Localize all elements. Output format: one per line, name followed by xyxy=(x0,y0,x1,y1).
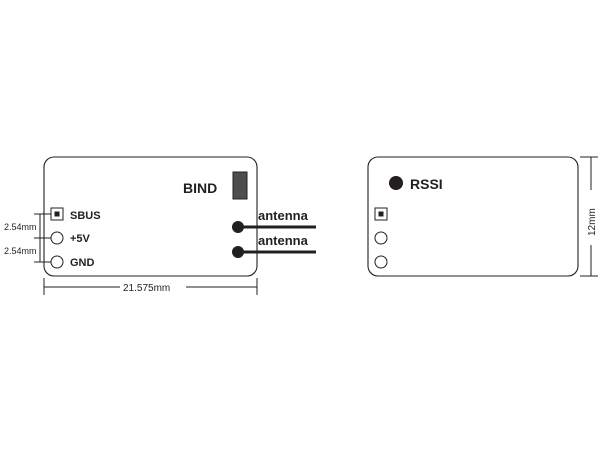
pin-label-5v: +5V xyxy=(70,233,91,245)
pitch-label-1: 2.54mm xyxy=(4,222,37,232)
rssi-led xyxy=(389,176,403,190)
pin-sbus-square-pad-inner xyxy=(54,211,60,217)
right-board-outline xyxy=(367,156,579,277)
width-label: 21.575mm xyxy=(123,283,170,294)
rssi-pad-2 xyxy=(374,231,388,245)
rssi-pad-3 xyxy=(374,255,388,269)
pin-label-gnd: GND xyxy=(70,257,95,269)
left-board-outline xyxy=(43,156,258,277)
board-height-dimension: 12mm xyxy=(580,156,598,277)
antenna-label-1: antenna xyxy=(258,208,309,223)
bind-button xyxy=(232,171,248,200)
right-module: RSSI 12mm xyxy=(367,156,598,277)
board-width-dimension: 21.575mm xyxy=(43,278,258,295)
rssi-square-pad-inner xyxy=(378,211,384,217)
rssi-square-pad xyxy=(374,207,388,221)
bind-label: BIND xyxy=(183,180,217,196)
left-module: BIND antenna antenna SBUS +5V GND 2.54mm… xyxy=(4,156,316,295)
pin-label-sbus: SBUS xyxy=(70,210,101,222)
pitch-label-2: 2.54mm xyxy=(4,246,37,256)
height-label: 12mm xyxy=(587,208,598,236)
rssi-label: RSSI xyxy=(410,176,443,192)
antenna-label-2: antenna xyxy=(258,233,309,248)
pin-pitch-dimension: 2.54mm 2.54mm xyxy=(4,213,51,263)
